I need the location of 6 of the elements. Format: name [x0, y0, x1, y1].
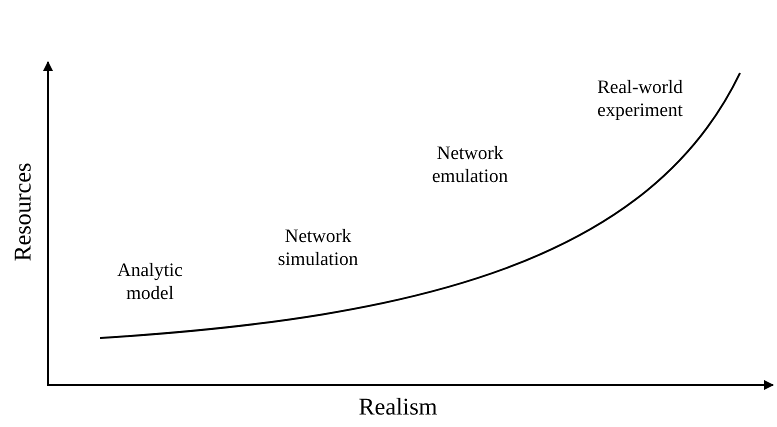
curve-label: Real-world experiment — [596, 77, 684, 123]
axis-label: Resources — [10, 162, 38, 262]
curve-label: Analytic model — [116, 260, 184, 306]
curve-label: Network simulation — [276, 226, 360, 272]
axis-label: Realism — [358, 394, 438, 422]
curve-label: Network emulation — [431, 143, 509, 189]
